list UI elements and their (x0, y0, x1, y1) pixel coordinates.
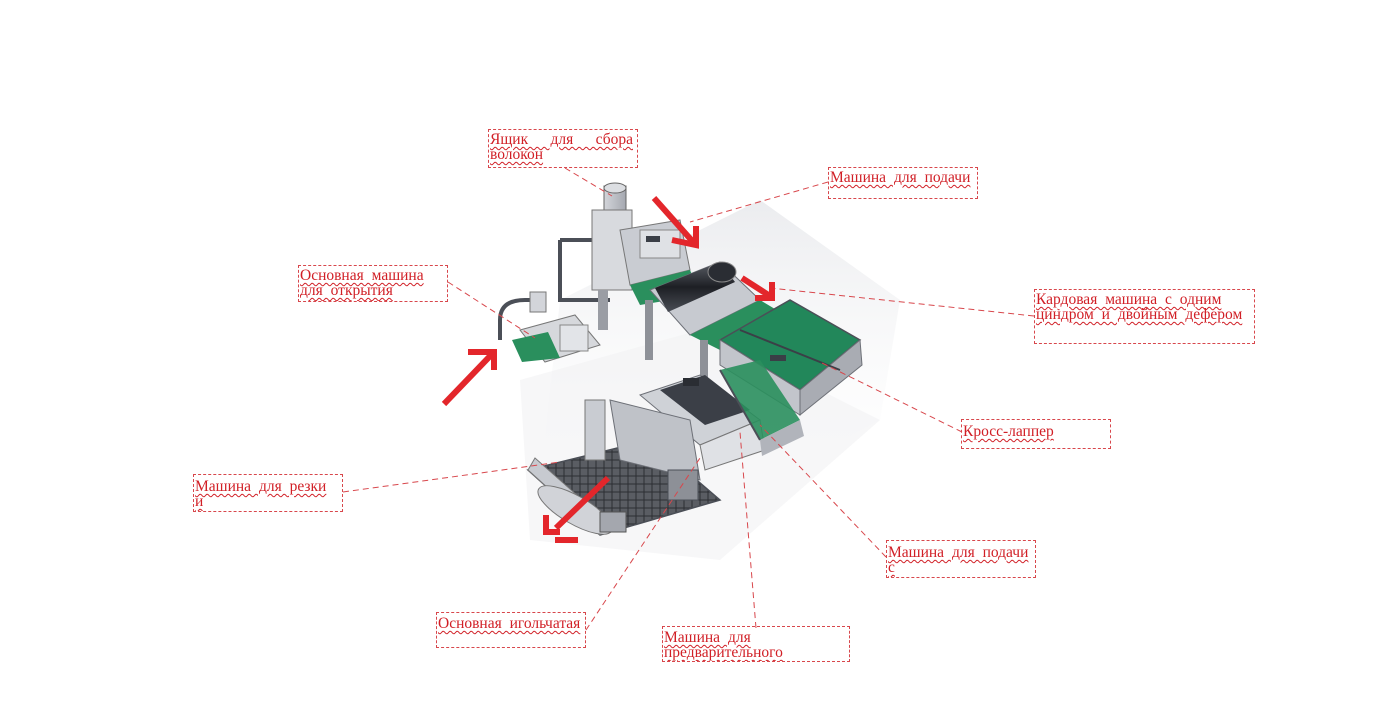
leader-carding-machine (769, 287, 1035, 317)
leader-cross-lapper (819, 361, 963, 433)
label-cross-lapper: Кросс-лаппер (961, 419, 1111, 449)
opening-machine (498, 291, 601, 363)
leader-opening-machine (447, 281, 536, 339)
label-pre-needle-machine: Машина для предварительного (662, 626, 850, 662)
leader-feeding-machine (689, 181, 829, 223)
pre-needle-machine (638, 374, 766, 471)
label-fiber-box: Ящик для сбора волокон (488, 129, 638, 168)
arrow-opening-machine-icon (441, 349, 497, 407)
label-opening-machine: Основная машина для открытия (298, 265, 448, 302)
label-feeding-machine-2: Машина для подачи с (886, 540, 1036, 578)
leader-cutting-machine (342, 461, 561, 493)
label-carding-machine: Кардовая машина с одним циндром и двойны… (1034, 289, 1255, 344)
label-needle-machine: Основная игольчатая (436, 612, 586, 648)
needle-feeding-machine (719, 360, 804, 456)
label-feeding-machine: Машина для подачи (828, 167, 978, 199)
label-cutting-machine: Машина для резки и (193, 474, 343, 512)
leader-lines (342, 167, 1035, 631)
arrow-needle-cutting-icon (543, 475, 611, 543)
leader-pre-needle-machine (739, 431, 757, 629)
leader-fiber-box (564, 167, 613, 197)
arrow-feeding-machine-icon (651, 196, 699, 249)
arrow-carding-machine-icon (740, 275, 775, 301)
leader-needle-machine (585, 457, 701, 631)
red-pointer-arrow-icon (441, 196, 775, 543)
carding-machine (645, 261, 790, 380)
leader-feeding-machine-2 (759, 424, 887, 558)
